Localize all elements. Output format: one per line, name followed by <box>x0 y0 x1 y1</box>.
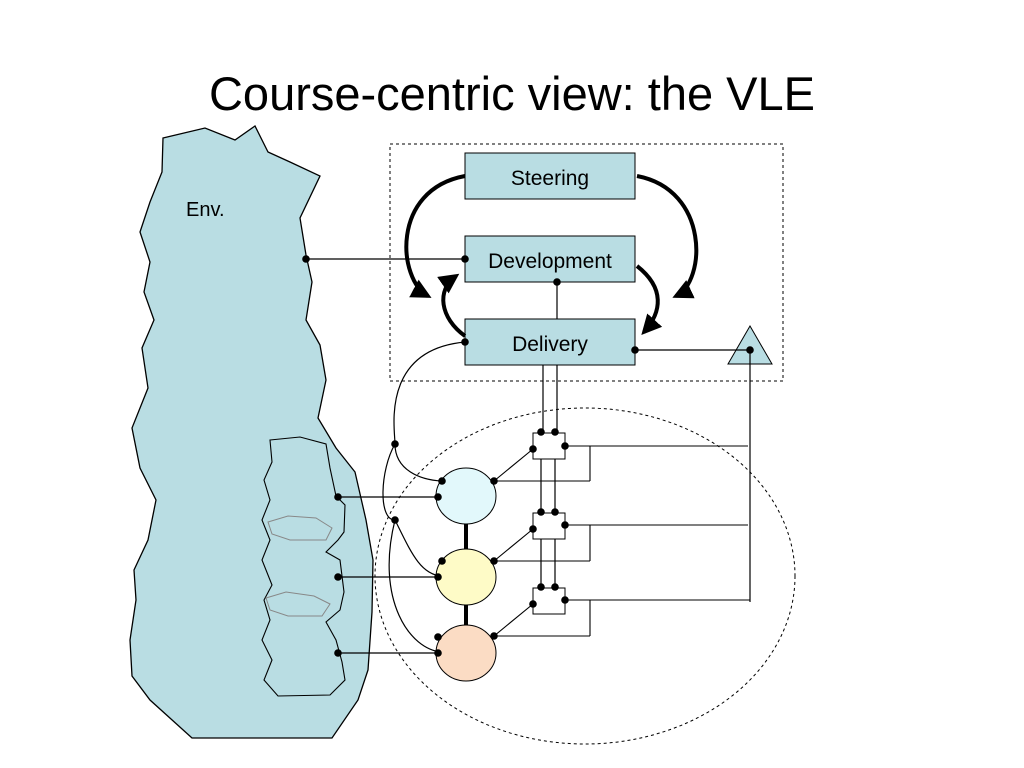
delivery-box: Delivery <box>464 318 636 366</box>
junction-middle-bracket <box>565 524 591 561</box>
development-label: Development <box>488 250 612 273</box>
connection-dots <box>302 255 754 657</box>
junction-top-to-node <box>493 448 534 482</box>
steering-box: Steering <box>464 152 636 200</box>
environment-shape <box>129 125 374 739</box>
community-boundary <box>374 407 796 745</box>
environment-fragment-2 <box>265 591 331 617</box>
arrow-delivery-to-development <box>437 273 467 338</box>
environment-fragment-1 <box>267 515 333 541</box>
steering-label: Steering <box>511 167 589 190</box>
junction-middle-to-node <box>493 528 534 562</box>
junction-top <box>532 432 566 460</box>
node-bottom <box>435 624 497 682</box>
junction-middle <box>532 512 566 540</box>
process-boundary <box>389 143 784 382</box>
delivery-left-curve <box>393 341 466 482</box>
node-top <box>435 467 497 525</box>
environment-label: Env. <box>186 199 225 221</box>
slide-title: Course-centric view: the VLE <box>208 67 816 120</box>
arrow-steering-to-delivery-right <box>636 174 699 299</box>
junction-top-bracket <box>565 445 591 481</box>
junction-bottom-to-node <box>493 603 534 637</box>
development-box: Development <box>464 235 636 283</box>
arrow-development-to-delivery <box>635 264 663 335</box>
left-curve-bottom <box>388 519 443 653</box>
arrow-steering-to-delivery <box>404 174 466 298</box>
junction-bottom-bracket <box>565 599 591 636</box>
delivery-label: Delivery <box>512 333 588 356</box>
node-middle <box>435 548 497 606</box>
left-curve-middle <box>382 443 443 577</box>
environment-inner-outline <box>261 436 346 697</box>
junction-bottom <box>532 587 566 615</box>
